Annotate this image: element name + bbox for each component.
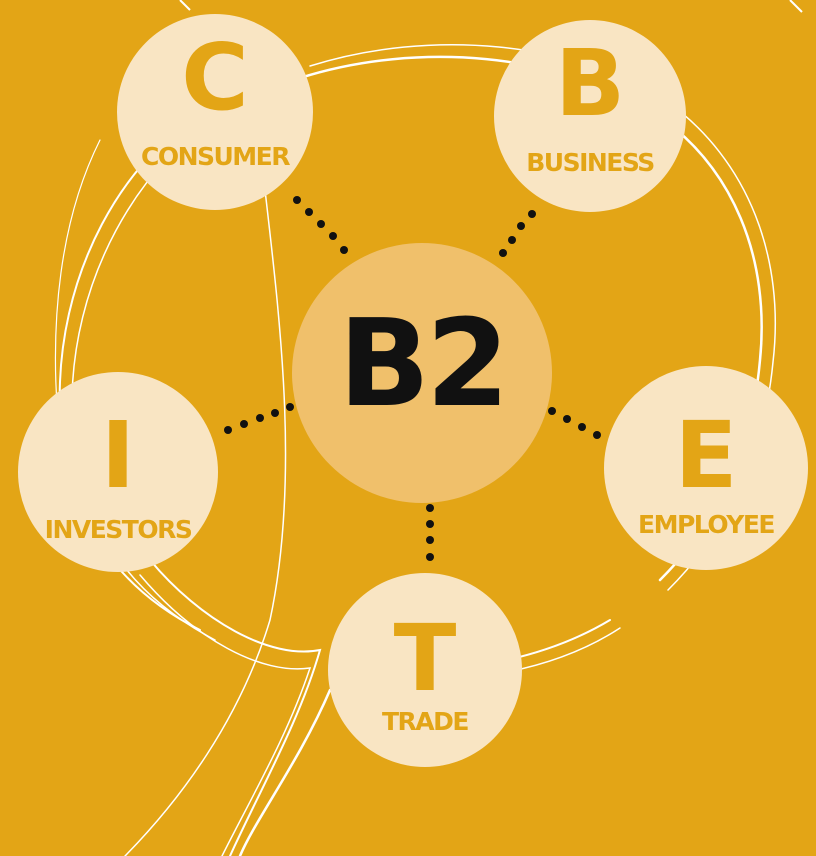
node-trade-label: TRADE [382,707,469,736]
node-consumer: C CONSUMER [117,14,313,210]
node-employee: E EMPLOYEE [604,366,808,570]
center-circle: B2 [292,243,552,503]
node-investors-label: INVESTORS [44,515,193,544]
node-employee-letter: E [674,402,738,509]
node-business: B BUSINESS [494,20,686,212]
connector-dots [224,196,601,561]
node-business-letter: B [554,30,626,137]
node-trade-letter: T [393,605,457,712]
node-investors: I INVESTORS [18,372,218,572]
node-consumer-letter: C [181,24,249,131]
node-investors-letter: I [100,402,136,509]
node-employee-label: EMPLOYEE [638,510,775,539]
node-trade: T TRADE [328,573,522,767]
node-consumer-label: CONSUMER [140,142,291,171]
center-label: B2 [338,295,510,434]
node-business-label: BUSINESS [526,148,655,177]
